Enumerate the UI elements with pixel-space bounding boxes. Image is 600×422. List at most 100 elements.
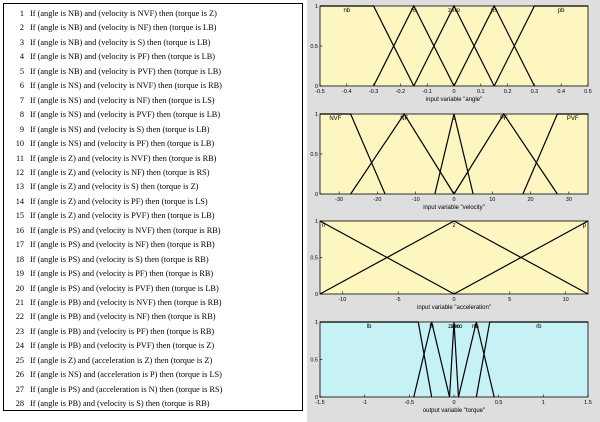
- membership-label: n: [322, 223, 325, 229]
- membership-label: PF: [500, 116, 508, 122]
- rule-text: If (angle is PB) and (velocity is S) the…: [30, 399, 210, 409]
- rule-number: 4: [19, 52, 24, 62]
- x-tick-label: 10: [563, 297, 569, 303]
- rule-number: 15: [15, 211, 24, 221]
- x-tick-label: -0.2: [396, 89, 405, 95]
- membership-line: [413, 4, 495, 87]
- rule-text: If (angle is PS) and (acceleration is N)…: [30, 384, 223, 394]
- y-tick-label: 1: [315, 219, 318, 225]
- rule-text: If (angle is NS) and (velocity is NVF) t…: [30, 81, 222, 91]
- rule-number: 6: [19, 81, 24, 91]
- rule-text: If (angle is NS) and (velocity is NF) th…: [30, 95, 215, 105]
- y-tick-label: 0.5: [310, 256, 318, 262]
- plot-area: [319, 113, 589, 195]
- membership-label: lb: [367, 324, 372, 330]
- rule-text: If (angle is NS) and (acceleration is P)…: [30, 370, 222, 380]
- rule-row: 28 If (angle is PB) and (velocity is S) t…: [8, 399, 210, 409]
- plot-title: input variable "acceleration": [417, 305, 491, 311]
- rule-number: 21: [15, 298, 24, 307]
- rule-number: 3: [19, 37, 24, 47]
- y-tick-label: 0.5: [310, 152, 318, 158]
- rule-number: 22: [15, 312, 24, 322]
- membership-line: [320, 5, 415, 87]
- membership-line: [522, 113, 588, 195]
- y-tick-label: 1: [315, 112, 318, 118]
- x-tick-label: 0.5: [584, 89, 592, 95]
- rule-row: 21 If (angle is PB) and (velocity is NVF)…: [8, 298, 222, 308]
- rule-number: 18: [15, 254, 24, 264]
- plot-title: input variable "velocity": [423, 205, 485, 211]
- x-tick-label: -20: [373, 197, 381, 203]
- membership-line: [319, 220, 589, 295]
- rule-text: If (angle is NB) and (velocity is NVF) t…: [30, 9, 217, 18]
- x-tick-label: -0.3: [369, 89, 378, 95]
- x-tick-label: -1: [362, 400, 367, 406]
- membership-label: NVF: [329, 116, 341, 122]
- y-tick-label: 0: [315, 192, 318, 198]
- rule-number: 5: [19, 66, 24, 76]
- plot-area: [319, 220, 589, 295]
- rule-text: If (angle is PB) and (velocity is NF) th…: [30, 312, 216, 322]
- x-tick-label: 30: [566, 197, 572, 203]
- y-tick-label: 0: [315, 292, 318, 298]
- y-tick-label: 0: [315, 395, 318, 401]
- x-tick-label: 0: [452, 400, 455, 406]
- rule-text: If (angle is PB) and (velocity is PVF) t…: [30, 341, 215, 351]
- rule-text: If (angle is Z) and (velocity is NVF) th…: [30, 153, 217, 163]
- membership-line: [448, 321, 460, 398]
- membership-line: [434, 113, 474, 195]
- y-tick-label: 0: [315, 84, 318, 90]
- rule-number: 25: [15, 355, 24, 365]
- rule-text: If (angle is PS) and (velocity is NVF) t…: [30, 225, 221, 235]
- x-tick-label: 0.4: [557, 89, 565, 95]
- rule-text: If (angle is Z) and (acceleration is Z) …: [30, 355, 213, 365]
- rule-text: If (angle is NS) and (velocity is S) the…: [30, 124, 210, 134]
- membership-line: [457, 321, 495, 398]
- membership-line: [350, 112, 455, 195]
- rule-text: If (angle is PS) and (velocity is PVF) t…: [30, 283, 219, 293]
- membership-label: ls: [429, 324, 433, 330]
- membership-label: zero: [448, 324, 460, 330]
- membership-line: [453, 220, 589, 295]
- rule-row: 7 If (angle is NS) and (velocity is NF) t…: [8, 96, 215, 106]
- rule-text: If (angle is Z) and (velocity is S) then…: [30, 182, 199, 192]
- x-tick-label: -5: [396, 297, 401, 303]
- rule-text: If (angle is PB) and (velocity is NVF) t…: [30, 298, 222, 307]
- rule-text: If (angle is Z) and (velocity is NF) the…: [30, 167, 210, 177]
- plot-title: input variable "angle": [426, 97, 482, 103]
- membership-label: z: [453, 223, 456, 229]
- rule-number: 7: [19, 95, 24, 105]
- x-tick-label: 0.1: [477, 89, 485, 95]
- rule-number: 14: [15, 196, 24, 206]
- rule-number: 17: [15, 240, 24, 250]
- plot-title: output variable "torque": [423, 408, 485, 414]
- membership-line: [453, 112, 558, 195]
- membership-label: NF: [400, 116, 408, 122]
- x-tick-label: -0.4: [342, 89, 351, 95]
- membership-line: [413, 321, 451, 398]
- membership-label: pb: [558, 8, 565, 14]
- rule-number: 28: [15, 399, 24, 409]
- y-tick-label: 1: [315, 320, 318, 326]
- membership-line: [320, 113, 386, 195]
- rule-number: 23: [15, 326, 24, 336]
- rule-number: 10: [15, 139, 24, 149]
